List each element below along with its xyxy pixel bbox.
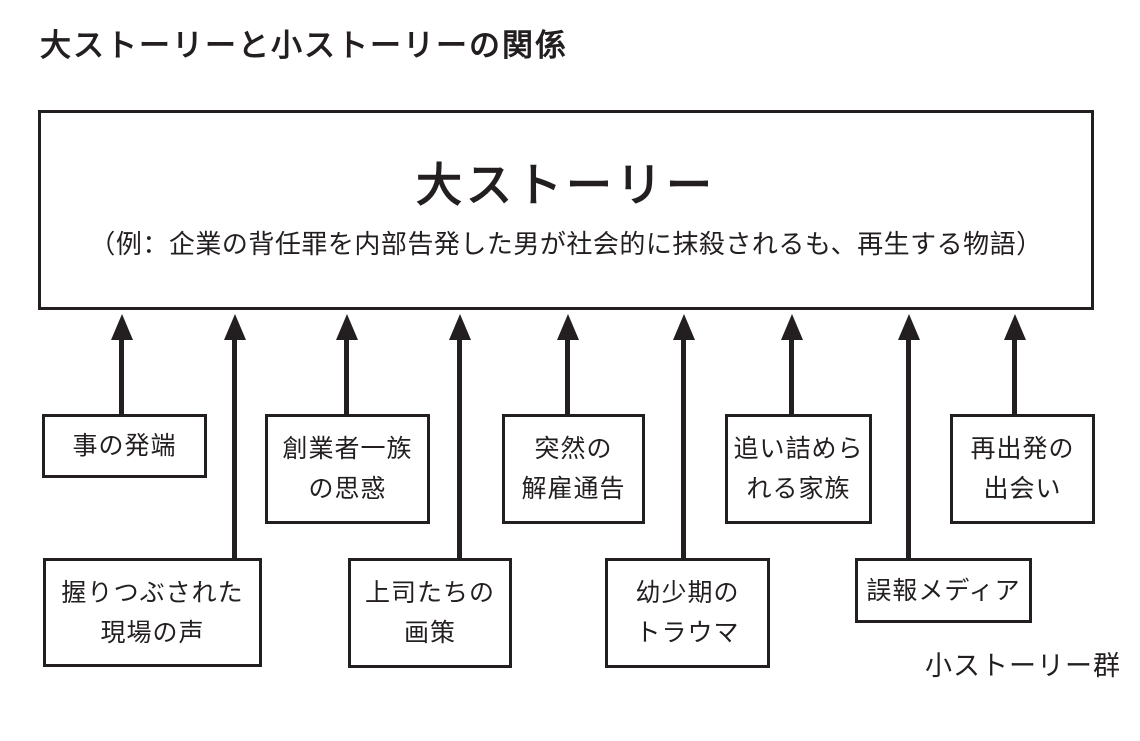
arrow-shaft xyxy=(565,334,570,416)
big-story-example: （例：企業の背任罪を内部告発した男が社会的に抹殺されるも、再生する物語） xyxy=(89,228,1043,259)
arrow-up-icon xyxy=(898,314,920,340)
arrow-shaft xyxy=(119,334,124,416)
arrow-up-icon xyxy=(1004,314,1026,340)
arrow-from-small-story-4 xyxy=(449,314,471,560)
arrow-from-small-story-5 xyxy=(557,314,579,416)
arrow-shaft xyxy=(457,334,462,560)
arrow-from-small-story-2 xyxy=(224,314,246,560)
small-story-box-3: 創業者一族 の思惑 xyxy=(265,414,430,524)
arrow-up-icon xyxy=(673,314,695,340)
arrow-up-icon xyxy=(557,314,579,340)
arrow-shaft xyxy=(344,334,349,416)
small-stories-group-label: 小ストーリー群 xyxy=(925,651,1121,681)
page-title: 大ストーリーと小ストーリーの関係 xyxy=(40,28,568,63)
small-story-box-4: 上司たちの 画策 xyxy=(348,558,512,668)
small-story-box-2: 握りつぶされた 現場の声 xyxy=(43,558,262,667)
small-story-box-1: 事の発端 xyxy=(42,414,207,478)
arrow-up-icon xyxy=(224,314,246,340)
arrow-up-icon xyxy=(781,314,803,340)
arrow-from-small-story-6 xyxy=(673,314,695,560)
arrow-up-icon xyxy=(449,314,471,340)
arrow-from-small-story-9 xyxy=(1004,314,1026,416)
arrow-from-small-story-1 xyxy=(111,314,133,416)
arrow-from-small-story-7 xyxy=(781,314,803,416)
small-story-box-6: 幼少期の トラウマ xyxy=(605,558,770,668)
arrow-shaft xyxy=(1012,334,1017,416)
arrow-shaft xyxy=(681,334,686,560)
small-story-box-7: 追い詰めら れる家族 xyxy=(725,414,872,524)
big-story-box: 大ストーリー （例：企業の背任罪を内部告発した男が社会的に抹殺されるも、再生する… xyxy=(38,110,1094,310)
small-story-box-8: 誤報メディア xyxy=(855,558,1032,623)
arrow-from-small-story-3 xyxy=(336,314,358,416)
small-story-box-9: 再出発の 出会い xyxy=(950,414,1095,524)
arrow-shaft xyxy=(906,334,911,560)
arrow-up-icon xyxy=(336,314,358,340)
big-story-label: 大ストーリー xyxy=(416,158,716,211)
arrow-shaft xyxy=(789,334,794,416)
arrow-up-icon xyxy=(111,314,133,340)
small-story-box-5: 突然の 解雇通告 xyxy=(502,414,645,524)
arrow-from-small-story-8 xyxy=(898,314,920,560)
arrow-shaft xyxy=(232,334,237,560)
